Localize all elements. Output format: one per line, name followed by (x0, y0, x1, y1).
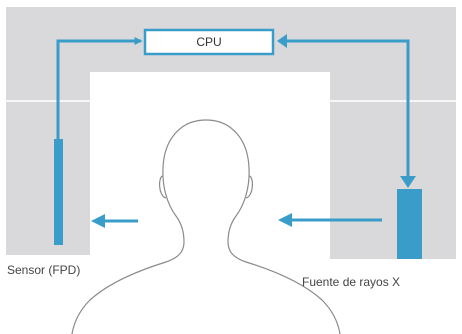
room-opening (90, 72, 330, 334)
source-top-arrowhead (400, 176, 416, 188)
cpu-box (143, 28, 275, 56)
sensor-to-cpu-arrow (56, 37, 143, 140)
cpu-to-source-line (287, 39, 410, 182)
head-and-shoulders-silhouette-icon (71, 119, 341, 334)
beam-arrowhead-left (91, 214, 105, 228)
room-right-floor (330, 255, 456, 259)
sensor-label: Sensor (FPD) (7, 263, 81, 277)
beam-arrowhead-right (278, 213, 292, 227)
xray-source-block (397, 189, 422, 259)
xray-source-label: Fuente de rayos X (302, 275, 401, 289)
cpu-right-arrowhead (277, 34, 287, 48)
cpu-label: CPU (196, 35, 222, 49)
sensor-bar (54, 139, 63, 245)
